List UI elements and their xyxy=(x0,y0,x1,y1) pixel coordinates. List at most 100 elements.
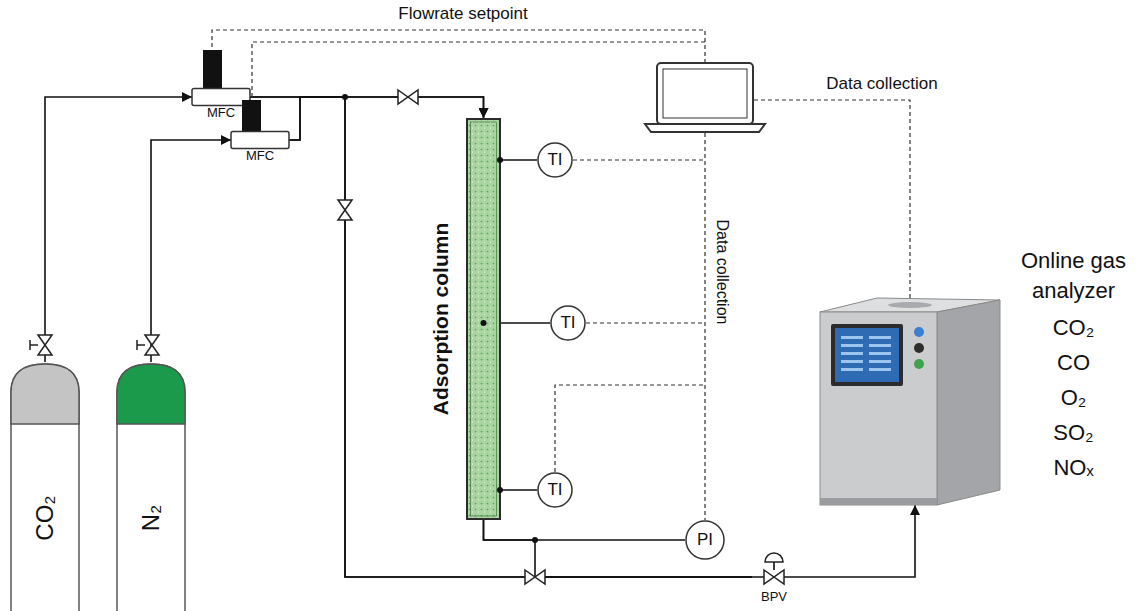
gas-analyzer-part xyxy=(869,336,891,339)
gas-cylinder-part xyxy=(117,364,185,611)
mass-flow-controller-part xyxy=(203,50,222,89)
gas-analyzer-part xyxy=(820,498,937,505)
adsorption-column-part xyxy=(497,157,503,163)
adsorption-column-part xyxy=(471,122,497,516)
valve-symbol xyxy=(145,335,159,355)
annotation-label: Flowrate setpoint xyxy=(398,4,527,24)
adsorption-column-part xyxy=(481,320,487,326)
pipe-connector xyxy=(250,97,484,118)
pipe-connector xyxy=(484,520,753,577)
signal-line xyxy=(252,42,705,100)
node-label: Online gas analyzer xyxy=(1010,246,1137,306)
gas-cylinder-shape xyxy=(116,362,186,611)
gas-cylinder: N₂ xyxy=(116,362,186,611)
signal-line xyxy=(586,322,705,323)
temperature-indicator: TI xyxy=(550,305,586,341)
gas-cylinder-shape xyxy=(10,362,80,611)
node-label: SO₂ xyxy=(1010,415,1137,450)
gas-analyzer-part xyxy=(841,336,863,339)
pipe-connector xyxy=(289,97,752,577)
back-pressure-valve: BPV xyxy=(752,548,796,608)
gas-analyzer-part xyxy=(835,328,899,382)
temperature-indicator: TI xyxy=(537,472,573,508)
temperature-indicator-part xyxy=(538,473,572,507)
temperature-indicator-part xyxy=(538,143,572,177)
pressure-indicator-part xyxy=(686,521,724,559)
node-label: CO xyxy=(1010,345,1137,380)
gas-analyzer-part xyxy=(937,300,1000,505)
back-pressure-valve-part xyxy=(752,562,796,577)
node-label: N₂ xyxy=(137,504,165,531)
node-label: MFC xyxy=(207,106,235,121)
gas-cylinder-part xyxy=(11,364,79,611)
junction-dot xyxy=(342,94,348,100)
signal-line xyxy=(212,30,705,63)
gas-analyzer-part xyxy=(914,359,924,369)
pipe-connector xyxy=(796,505,915,577)
valve-symbol xyxy=(137,340,145,350)
annotation-label: Data collection xyxy=(712,220,731,325)
node-label: TI xyxy=(547,480,562,500)
node-label: CO₂ xyxy=(1010,310,1137,345)
gas-analyzer-part xyxy=(831,324,903,386)
temperature-indicator: TI xyxy=(537,142,573,178)
back-pressure-valve-part xyxy=(764,570,784,584)
pipe-connector xyxy=(500,159,537,161)
laptop-icon xyxy=(663,69,747,118)
gas-analyzer-part xyxy=(914,327,924,337)
node-label: MFC xyxy=(246,149,274,164)
gas-analyzer-part xyxy=(869,368,891,371)
gas-analyzer-part xyxy=(914,343,924,353)
signal-line xyxy=(555,385,705,472)
junction-dot xyxy=(532,537,538,543)
node-label: O₂ xyxy=(1010,380,1137,415)
temperature-indicator-part xyxy=(551,306,585,340)
pipe-connector xyxy=(151,140,231,362)
gas-cylinder-part xyxy=(117,364,185,424)
gas-analyzer-part xyxy=(888,302,932,308)
node-label: Adsorption column xyxy=(429,223,453,416)
pipe-connector xyxy=(45,97,192,362)
pressure-indicator: PI xyxy=(685,520,725,560)
node-label: TI xyxy=(547,150,562,170)
gas-cylinder-part xyxy=(11,364,79,424)
valve-symbol xyxy=(338,200,352,220)
signal-line xyxy=(754,100,910,299)
valve-symbol xyxy=(38,335,52,355)
gas-analyzer-part xyxy=(869,352,891,355)
pipe-connector xyxy=(289,97,484,140)
annotation-label: Data collection xyxy=(826,74,938,94)
junction-dot xyxy=(342,94,538,543)
gas-analyzer-part xyxy=(841,360,863,363)
laptop-icon xyxy=(645,124,765,132)
gas-analyzer-part xyxy=(869,360,891,363)
signal-line xyxy=(212,30,910,520)
valve-symbol xyxy=(30,90,545,584)
back-pressure-valve-part xyxy=(765,553,783,562)
adsorption-column-part xyxy=(467,119,500,519)
gas-analyzer-part xyxy=(841,352,863,355)
valve-symbol xyxy=(30,340,38,350)
mass-flow-controller-part xyxy=(192,89,250,106)
gas-analyzer: Online gas analyzerCO₂COO₂SO₂NOₓ xyxy=(815,240,1137,508)
mass-flow-controller-part xyxy=(242,100,261,132)
pipe-connector xyxy=(500,489,537,491)
node-label: BPV xyxy=(761,590,787,605)
valve-symbol xyxy=(398,90,418,104)
gas-analyzer-part xyxy=(869,344,891,347)
gas-analyzer-part xyxy=(820,312,937,505)
mass-flow-controller-part xyxy=(231,132,289,149)
signal-line xyxy=(573,159,705,160)
reading-list: Online gas analyzerCO₂COO₂SO₂NOₓ xyxy=(1010,246,1137,485)
gas-analyzer-part xyxy=(841,368,863,371)
pipe-connector xyxy=(250,97,752,577)
gas-analyzer-part xyxy=(841,344,863,347)
signal-line xyxy=(704,133,705,520)
node-label: NOₓ xyxy=(1010,450,1137,485)
valve-symbol xyxy=(525,570,545,584)
gas-cylinder: CO₂ xyxy=(10,362,80,611)
laptop-icon xyxy=(645,63,765,132)
pipe-connector xyxy=(484,520,686,540)
node-label: PI xyxy=(697,530,713,550)
